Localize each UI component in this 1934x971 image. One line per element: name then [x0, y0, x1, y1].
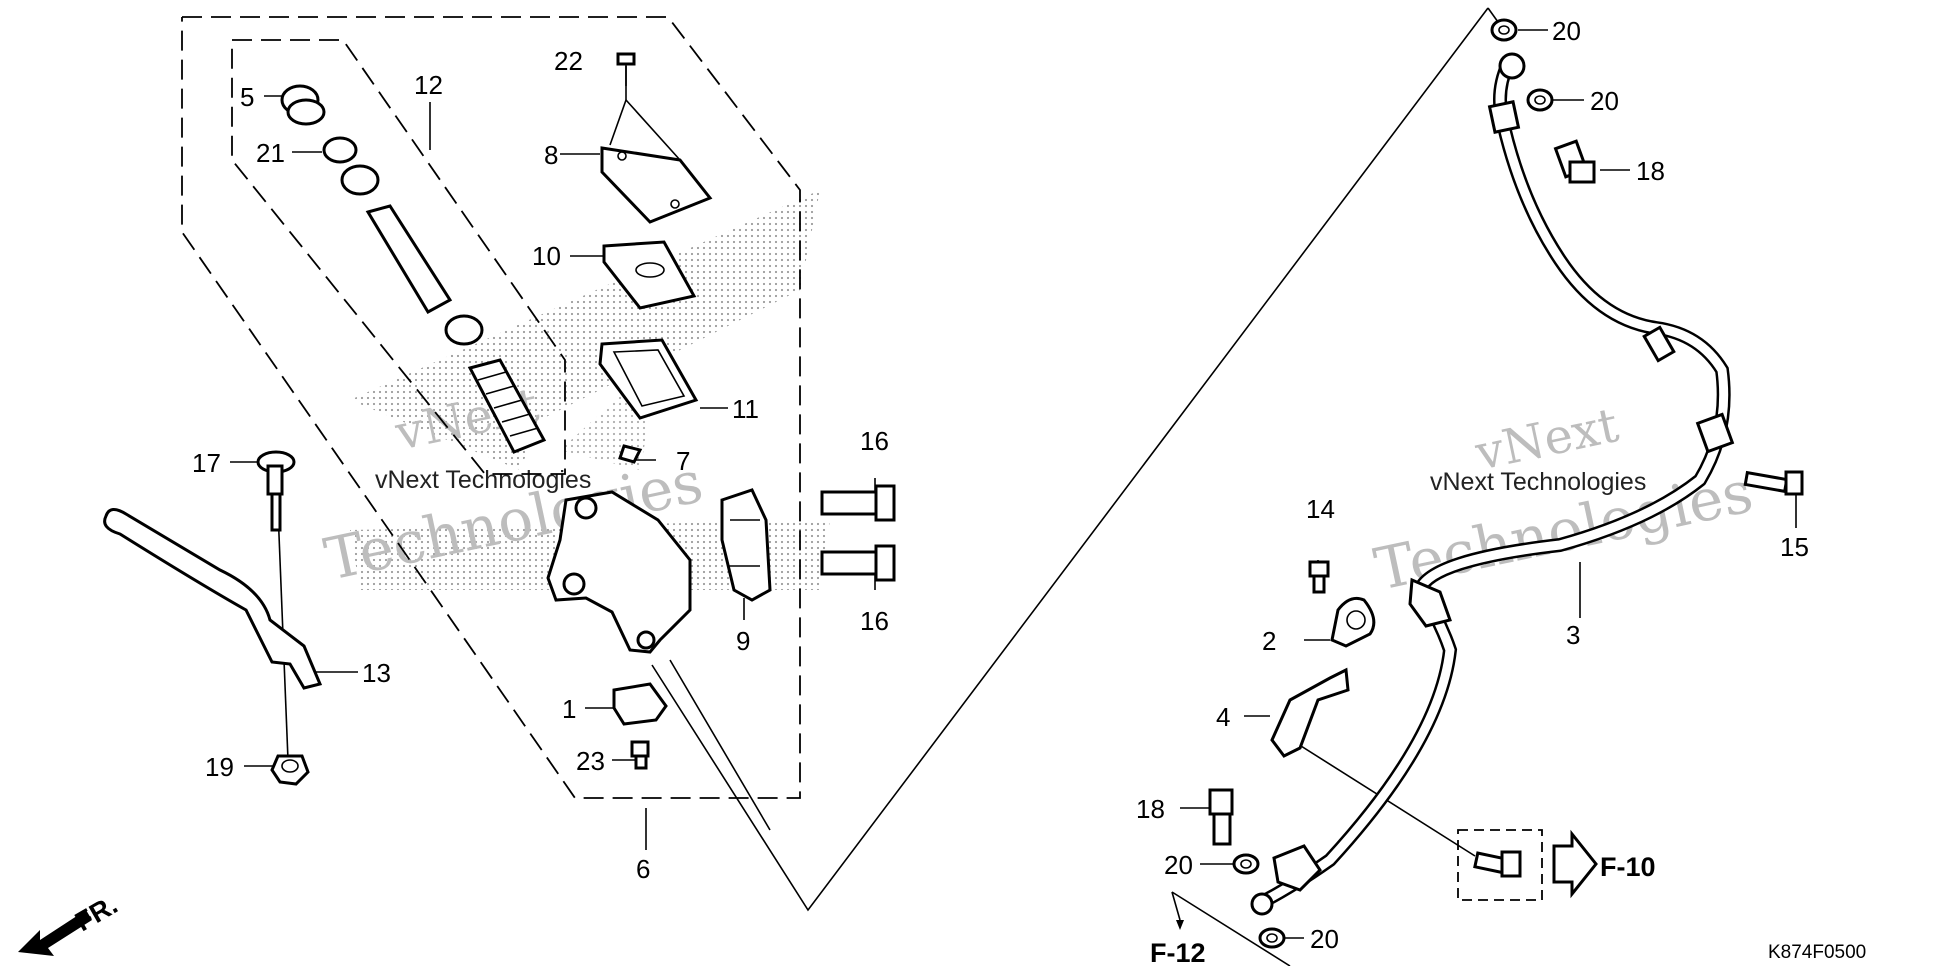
spring — [467, 358, 547, 454]
part-label-9: 9 — [736, 626, 750, 656]
washer-20-c — [1232, 853, 1260, 875]
bolt-14 — [1308, 560, 1330, 594]
brake-hose-outline — [651, 7, 1499, 912]
banjo-upper — [1498, 52, 1526, 80]
reference-f12: F-12 — [1150, 938, 1206, 966]
part-label-11: 11 — [732, 394, 759, 424]
part-label-20-c: 20 — [1164, 850, 1193, 880]
part-label-18-bottom: 18 — [1136, 794, 1165, 824]
part-label-2: 2 — [1262, 626, 1276, 656]
master-cylinder-assembly-outline — [181, 16, 801, 799]
leader-lines — [230, 66, 876, 850]
diaphragm — [598, 338, 699, 420]
master-cylinder-body — [546, 490, 692, 654]
part-label-17: 17 — [192, 448, 221, 478]
stay-4 — [1270, 667, 1350, 758]
bolt-18-upper — [1553, 139, 1596, 184]
part-label-19: 19 — [205, 752, 234, 782]
bolt-16-upper — [820, 484, 896, 522]
part-label-14: 14 — [1306, 494, 1335, 524]
nut-19 — [270, 754, 310, 786]
f10-arrow-icon — [1552, 829, 1598, 899]
washer-20-d — [1258, 927, 1286, 949]
part-label-7: 7 — [676, 446, 690, 476]
part-label-10: 10 — [532, 241, 561, 271]
piston-kit-outline — [231, 39, 566, 475]
part-label-20-a: 20 — [1552, 16, 1581, 46]
watermark-text-left: vNext Technologies — [375, 466, 591, 494]
part-label-18-top: 18 — [1636, 156, 1665, 186]
part-label-6: 6 — [636, 854, 650, 884]
part-label-16-top: 16 — [860, 426, 889, 456]
brake-hose-3 — [1250, 57, 1735, 916]
clamp-2 — [1330, 596, 1376, 648]
float-7 — [618, 444, 643, 464]
part-label-20-d: 20 — [1310, 924, 1339, 954]
watermark-text-right: vNext Technologies — [1430, 468, 1646, 496]
washer-20-a — [1490, 18, 1518, 42]
reference-f10: F-10 — [1600, 852, 1656, 882]
bolt-16-lower — [820, 544, 896, 582]
switch-1 — [612, 682, 668, 726]
part-label-3: 3 — [1566, 620, 1580, 650]
bolt-18-lower — [1208, 788, 1234, 846]
part-label-15: 15 — [1780, 532, 1809, 562]
part-label-8: 8 — [544, 140, 558, 170]
screw-23 — [630, 740, 650, 770]
f12-arrow-icon — [1171, 891, 1184, 930]
part-label-23: 23 — [576, 746, 605, 776]
front-label: FR. — [70, 889, 123, 937]
pivot-bolt-17 — [256, 450, 296, 532]
part-label-12: 12 — [414, 70, 443, 100]
screw-22 — [616, 52, 636, 86]
diaphragm-plate — [602, 240, 697, 310]
part-label-21: 21 — [256, 138, 285, 168]
brake-lever-13 — [103, 508, 323, 690]
washer-20-b — [1526, 88, 1554, 112]
piston-assembly — [340, 164, 484, 346]
front-arrow-icon — [18, 910, 92, 956]
part-label-1: 1 — [562, 694, 576, 724]
part-label-16-bottom: 16 — [860, 606, 889, 636]
boot-5 — [280, 84, 326, 126]
f10-reference-box — [1457, 829, 1543, 901]
diagram-code: K874F0500 — [1768, 942, 1866, 963]
bolt-15 — [1743, 470, 1804, 496]
holder-9 — [720, 488, 772, 602]
part-label-5: 5 — [240, 82, 254, 112]
part-label-20-b: 20 — [1590, 86, 1619, 116]
part-label-13: 13 — [362, 658, 391, 688]
circlip-21 — [322, 136, 358, 164]
part-labels: 5 21 12 22 8 10 11 7 16 16 9 17 13 19 1 … — [192, 16, 1809, 954]
part-label-22: 22 — [554, 46, 583, 76]
reservoir-cap — [600, 146, 713, 224]
part-label-4: 4 — [1216, 702, 1230, 732]
